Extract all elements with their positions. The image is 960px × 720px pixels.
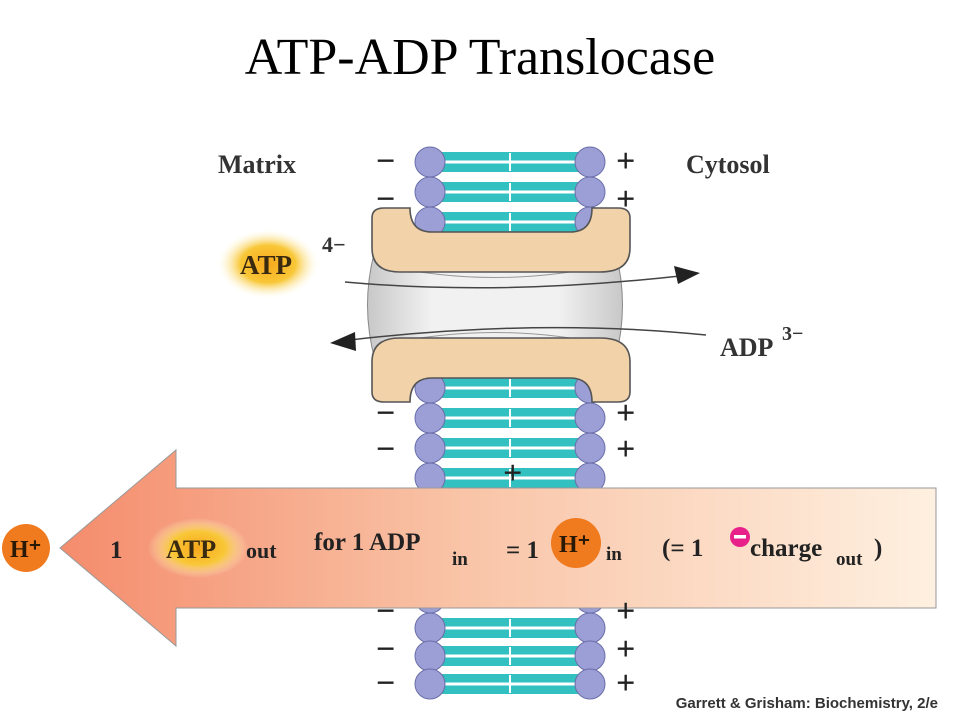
h-ion-mid [551,518,601,568]
eq-paren-close: ) [874,535,882,562]
plus-sign: + [616,665,635,702]
membrane-charge-signs: −−−−−−−++++++++ [376,143,635,702]
eq-equals-one: = 1 [506,537,539,564]
minus-sign: − [376,143,395,180]
atp-export-arrow [344,275,681,289]
eq-paren-open: (= 1 [662,535,703,562]
atp-label: ATP [240,250,292,280]
upper-membrane [414,146,606,238]
adp-charge: 3− [782,323,803,345]
protein-upper [371,207,631,273]
lipid-head [414,176,446,208]
adp-import-arrowhead [330,332,356,351]
lipid-head [574,640,606,672]
atp-export-arrowhead [674,266,700,284]
negative-charge-minus [734,535,746,539]
lipid-head [574,668,606,700]
eq-charge: charge [750,535,822,562]
protein-lower [371,337,631,403]
eq-charge-sub: out [836,549,863,570]
eq-in2: in [606,544,622,565]
atp-glow [218,230,318,298]
source-credit: Garrett & Grisham: Biochemistry, 2/e [675,695,938,712]
plus-sign: + [616,181,635,218]
h-ion-left-label: H⁺ [10,537,41,563]
plus-sign: + [616,143,635,180]
plus-sign: + [616,431,635,468]
minus-sign: − [376,181,395,218]
plus-sign: + [616,395,635,432]
lipid-head [574,432,606,464]
plus-sign: + [503,455,522,492]
eq-for-adp: for 1 ADP [314,529,420,556]
matrix-label: Matrix [218,150,296,179]
lipid-head [574,176,606,208]
h-ion-mid-label: H⁺ [559,532,590,558]
eq-out: out [246,538,277,563]
eq-atp: ATP [166,535,216,564]
plus-sign: + [616,593,635,630]
minus-sign: − [376,593,395,630]
minus-sign: − [376,395,395,432]
lipid-head [574,146,606,178]
proton-arrow [59,448,937,648]
lipid-head [414,640,446,672]
minus-sign: − [376,431,395,468]
lipid-head [414,612,446,644]
minus-sign: − [376,665,395,702]
lipid-head [414,146,446,178]
lipid-head [414,402,446,434]
h-ion-left [2,524,50,572]
eq-in1: in [452,549,468,570]
adp-label: ADP [720,333,774,362]
minus-sign: − [376,631,395,668]
atp-charge: 4− [322,232,346,257]
adp-import-arrow [349,326,707,341]
lipid-head [574,402,606,434]
page-title: ATP-ADP Translocase [244,29,716,86]
lipid-head [414,668,446,700]
atp-glow-eq [148,518,248,578]
lipid-head [574,612,606,644]
plus-sign: + [616,631,635,668]
eq-one: 1 [110,537,123,564]
cytosol-label: Cytosol [686,150,770,179]
lipid-head [414,432,446,464]
